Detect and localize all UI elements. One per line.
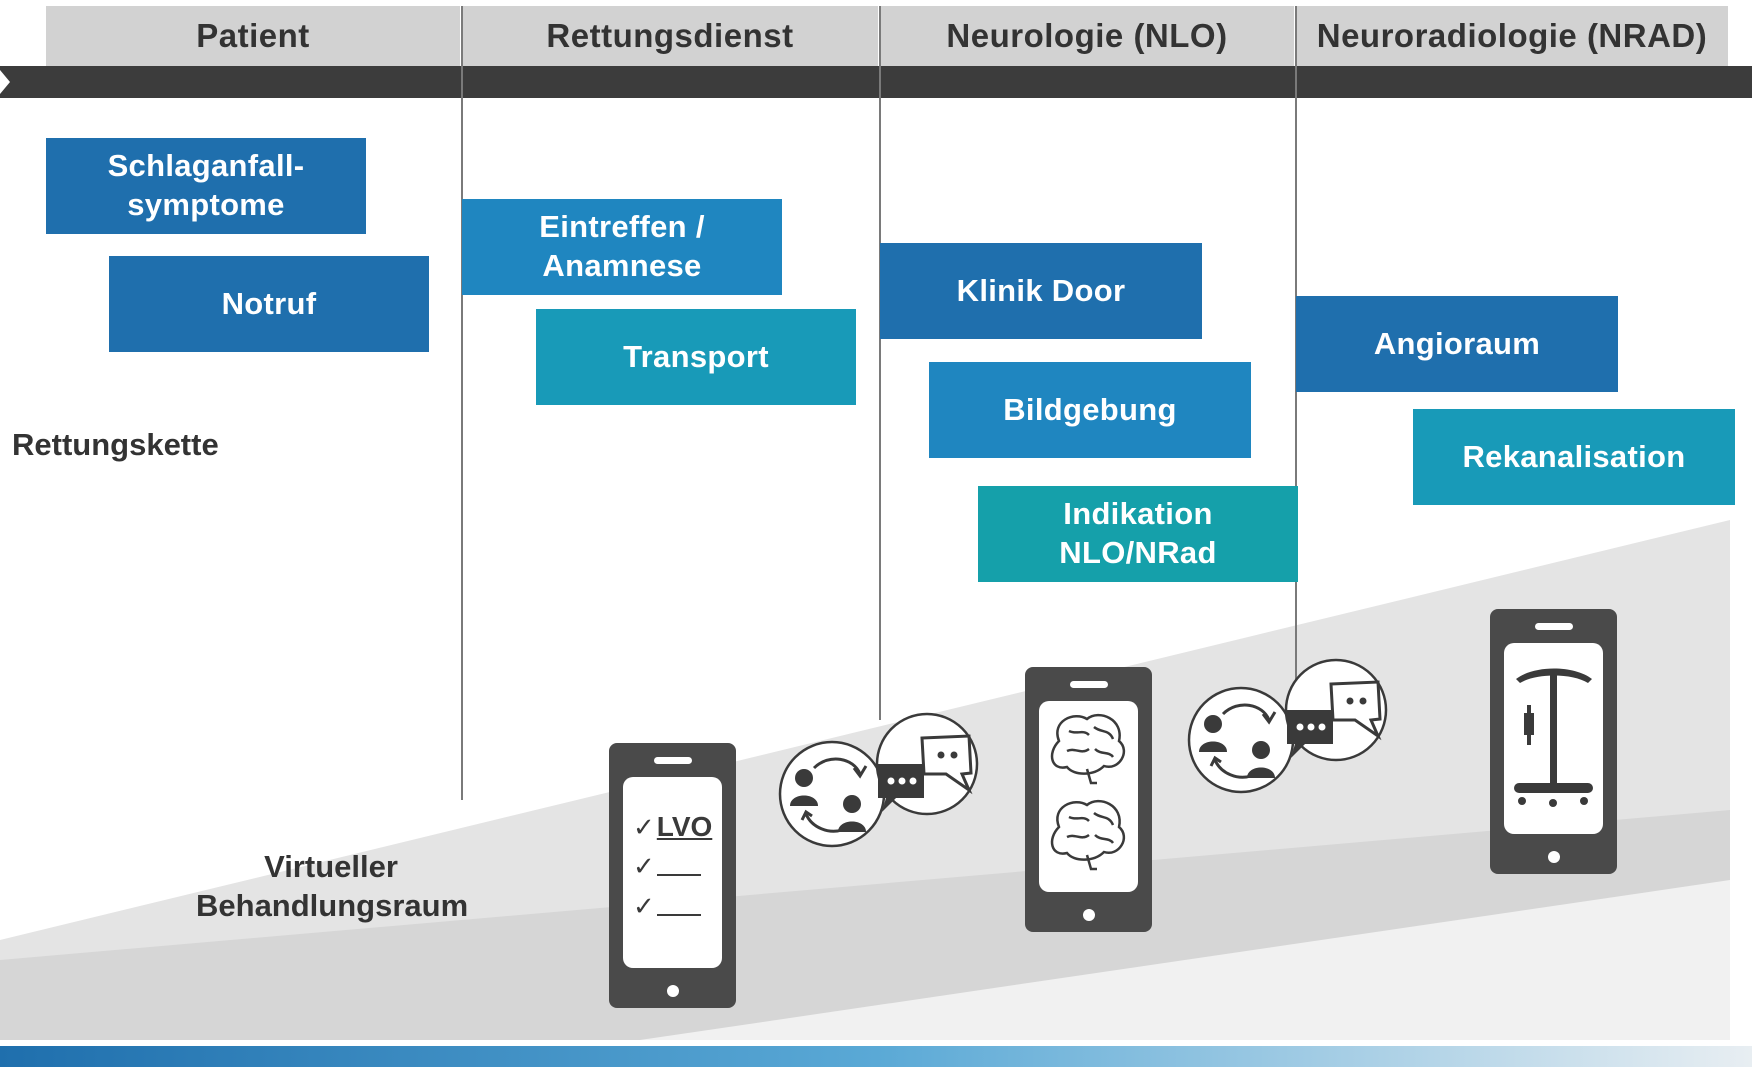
brain-icon — [1050, 713, 1126, 871]
header-rettungsdienst: Rettungsdienst — [462, 6, 878, 66]
box-angioraum-label: Angioraum — [1373, 325, 1541, 361]
divider-line-2 — [879, 6, 881, 720]
timeline-bar — [0, 66, 1752, 98]
phone-screen — [1504, 643, 1603, 834]
box-transport: Transport — [536, 309, 856, 405]
phone-home-button — [666, 985, 679, 997]
box-schlaganfall-line1: Schlaganfall- — [107, 148, 305, 184]
box-klinik-door: Klinik Door — [880, 243, 1202, 339]
angiography-machine-icon — [1514, 668, 1593, 807]
phone-home-button — [1082, 909, 1095, 921]
box-bildgebung-label: Bildgebung — [1003, 391, 1177, 427]
phone-speaker — [1534, 623, 1573, 630]
box-angioraum: Angioraum — [1296, 296, 1618, 392]
box-notruf: Notruf — [109, 256, 429, 352]
phone-speaker — [653, 757, 692, 764]
box-schlaganfallsymptome: Schlaganfall- symptome — [46, 138, 366, 234]
box-rekanalisation-label: Rekanalisation — [1462, 438, 1686, 474]
people-exchange-chat-icon — [778, 712, 979, 848]
checklist-item-blank-1: ✓ — [633, 851, 701, 882]
box-schlaganfall-line2: symptome — [127, 187, 285, 222]
box-eintreffen-line1: Eintreffen / — [539, 209, 705, 245]
checklist-blank-line — [656, 874, 701, 876]
box-indikation: Indikation NLO/NRad — [978, 486, 1298, 582]
header-neurologie: Neurologie (NLO) — [880, 6, 1294, 66]
phone-speaker — [1069, 681, 1108, 688]
header-neuroradiologie: Neuroradiologie (NRAD) — [1296, 6, 1728, 66]
divider-line-1 — [461, 6, 463, 800]
checklist-item-blank-2: ✓ — [633, 891, 701, 922]
label-virtueller-line1: Virtueller — [264, 849, 398, 884]
label-rettungskette: Rettungskette — [12, 427, 219, 462]
label-virtueller-behandlungsraum: Virtueller Behandlungsraum — [196, 848, 469, 926]
phone-home-button — [1547, 851, 1560, 863]
phone-screen — [1039, 701, 1138, 892]
checklist-lvo-label: LVO — [656, 811, 713, 842]
box-transport-label: Transport — [623, 338, 769, 374]
smartphone-checklist-icon: ✓ LVO ✓ ✓ — [609, 743, 736, 1008]
box-eintreffen-line2: Anamnese — [542, 248, 702, 283]
checklist-item-lvo: ✓ LVO — [633, 811, 712, 843]
header-patient: Patient — [46, 6, 460, 66]
phone-screen: ✓ LVO ✓ ✓ — [623, 777, 722, 968]
box-rekanalisation: Rekanalisation — [1413, 409, 1735, 505]
check-icon: ✓ — [633, 891, 655, 921]
smartphone-angiography-icon — [1490, 609, 1617, 874]
box-klinik-door-label: Klinik Door — [956, 272, 1126, 308]
smartphone-brain-scan-icon — [1025, 667, 1152, 932]
check-icon: ✓ — [633, 812, 655, 842]
checklist-blank-line — [656, 914, 701, 916]
box-indikation-line2: NLO/NRad — [1059, 535, 1217, 570]
box-notruf-label: Notruf — [221, 285, 317, 321]
box-eintreffen-anamnese: Eintreffen / Anamnese — [462, 199, 782, 295]
box-bildgebung: Bildgebung — [929, 362, 1251, 458]
label-virtueller-line2: Behandlungsraum — [196, 887, 469, 923]
box-indikation-line1: Indikation — [1063, 496, 1213, 532]
check-icon: ✓ — [633, 851, 655, 881]
people-exchange-chat-icon — [1187, 658, 1388, 794]
timeline-arrow-notch — [0, 70, 10, 94]
